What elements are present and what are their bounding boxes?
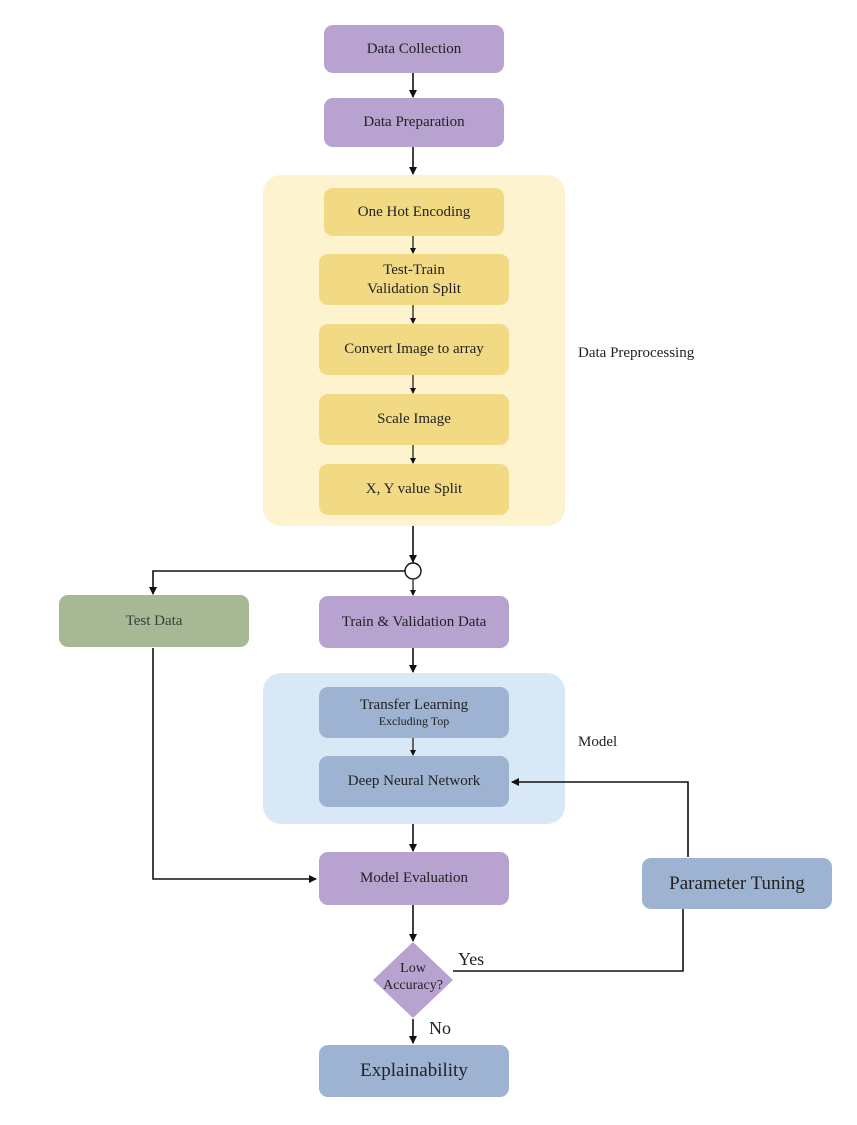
test-train-split-label-line1: Test-Train bbox=[383, 261, 445, 278]
data-preparation-label: Data Preparation bbox=[363, 114, 465, 131]
decision-label: Low Accuracy? bbox=[373, 961, 453, 995]
data-preparation-box: Data Preparation bbox=[324, 98, 504, 147]
explainability-box: Explainability bbox=[319, 1045, 509, 1097]
one-hot-encoding-box: One Hot Encoding bbox=[324, 188, 504, 236]
parameter-tuning-label: Parameter Tuning bbox=[669, 872, 805, 894]
transfer-learning-sublabel: Excluding Top bbox=[378, 714, 450, 729]
parameter-tuning-box: Parameter Tuning bbox=[642, 858, 832, 909]
split-junction bbox=[404, 562, 422, 580]
explainability-label: Explainability bbox=[360, 1060, 468, 1082]
train-validation-data-label: Train & Validation Data bbox=[341, 613, 487, 630]
test-data-box: Test Data bbox=[59, 595, 249, 647]
test-train-split-label-line2: Validation Split bbox=[367, 280, 461, 297]
xy-split-box: X, Y value Split bbox=[319, 464, 509, 515]
test-train-split-box: Test-Train Validation Split bbox=[319, 254, 509, 305]
deep-neural-network-box: Deep Neural Network bbox=[319, 756, 509, 807]
data-preprocessing-group-label: Data Preprocessing bbox=[578, 345, 695, 361]
decision-label-line2: Accuracy? bbox=[383, 977, 443, 993]
decision-diamond bbox=[373, 942, 453, 1018]
arrow-decision-yes-to-tuning bbox=[453, 909, 684, 972]
convert-image-label: Convert Image to array bbox=[344, 341, 484, 358]
test-data-label: Test Data bbox=[125, 612, 183, 629]
deep-neural-network-label: Deep Neural Network bbox=[347, 773, 481, 790]
data-collection-box: Data Collection bbox=[324, 25, 504, 73]
model-evaluation-box: Model Evaluation bbox=[319, 852, 509, 905]
convert-image-box: Convert Image to array bbox=[319, 324, 509, 375]
yes-edge-label: Yes bbox=[458, 949, 485, 969]
model-group-label: Model bbox=[578, 734, 618, 750]
arrow-tuning-to-dnn bbox=[511, 778, 689, 857]
no-edge-label: No bbox=[429, 1018, 451, 1038]
transfer-learning-box: Transfer Learning Excluding Top bbox=[319, 687, 509, 738]
scale-image-box: Scale Image bbox=[319, 394, 509, 445]
arrow-test-data-to-evaluation bbox=[152, 648, 317, 883]
scale-image-label: Scale Image bbox=[377, 411, 451, 428]
arrow-junction-to-test-data bbox=[149, 570, 405, 595]
transfer-learning-label: Transfer Learning bbox=[359, 696, 469, 713]
model-evaluation-label: Model Evaluation bbox=[360, 870, 468, 887]
one-hot-encoding-label: One Hot Encoding bbox=[357, 203, 471, 220]
decision-label-line1: Low bbox=[400, 961, 426, 976]
xy-split-label: X, Y value Split bbox=[365, 481, 463, 498]
train-validation-data-box: Train & Validation Data bbox=[319, 596, 509, 648]
data-collection-label: Data Collection bbox=[366, 40, 462, 57]
